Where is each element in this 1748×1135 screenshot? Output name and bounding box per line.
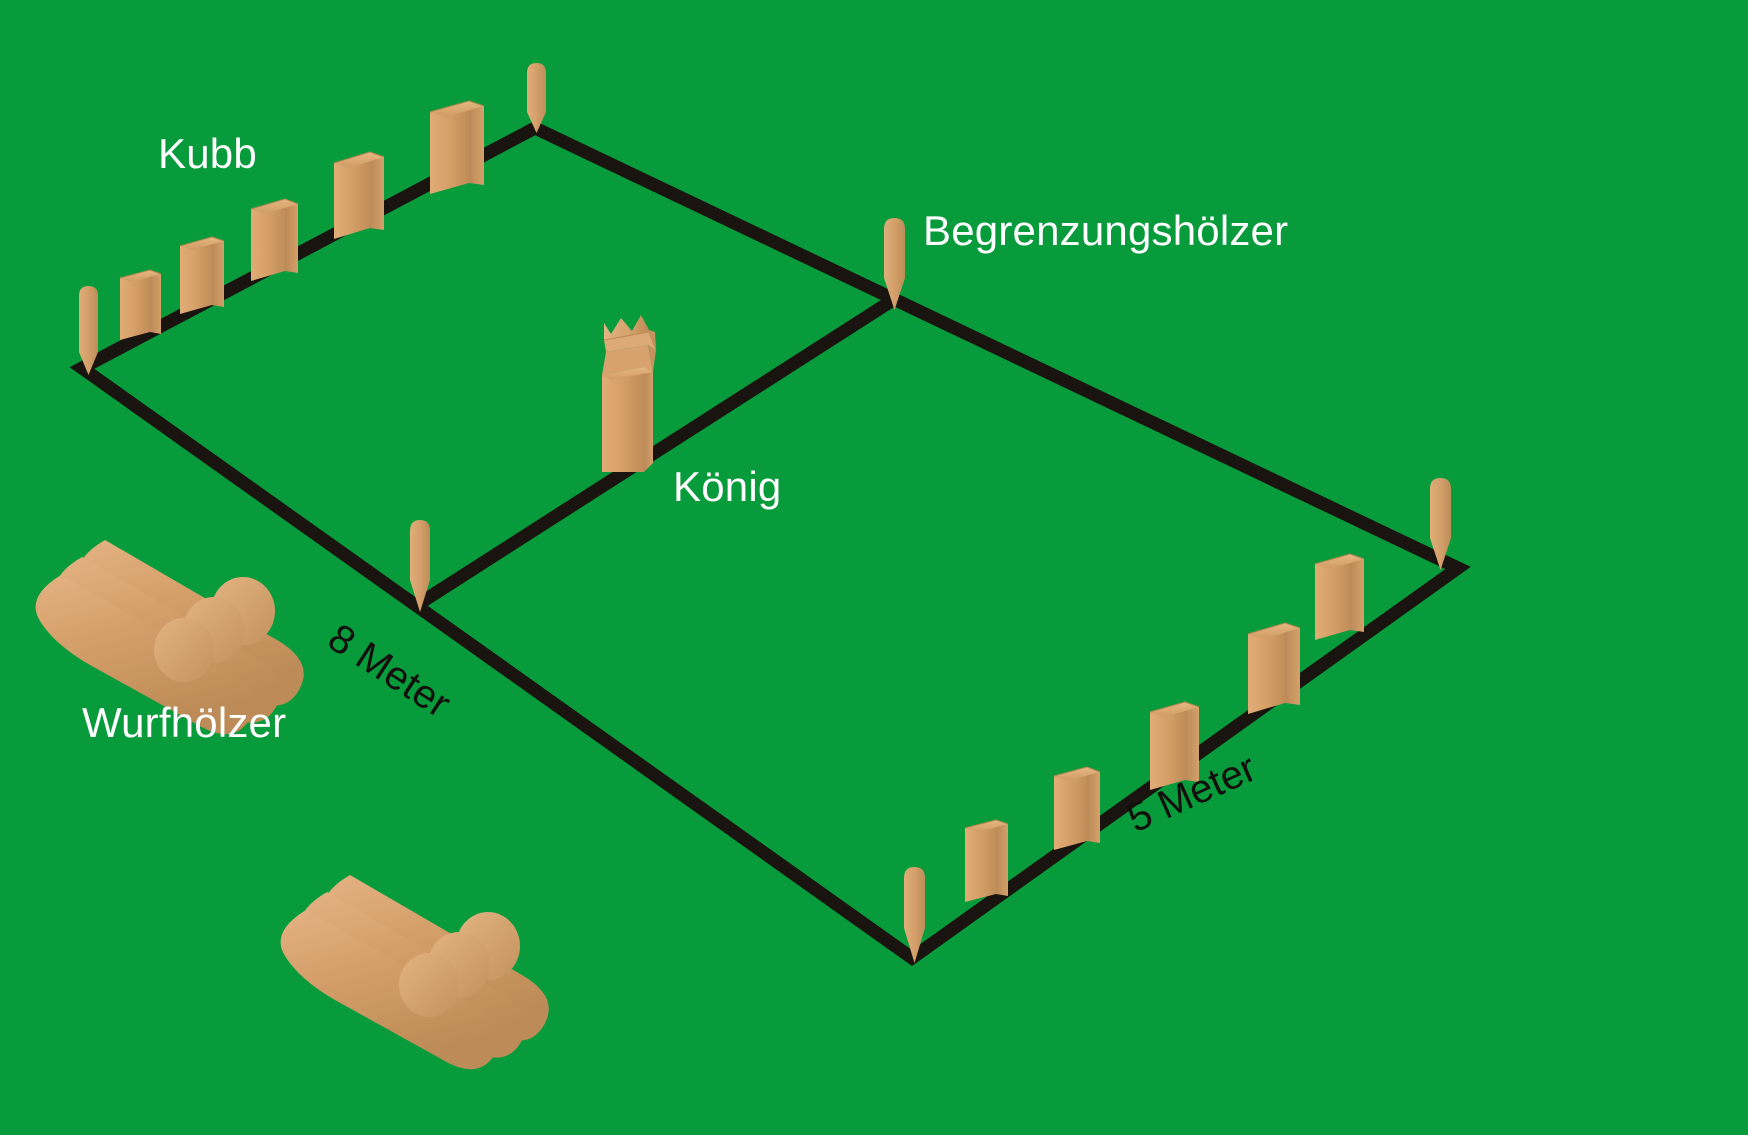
kubb-block [119,269,162,340]
wurfholz [35,575,255,735]
field-midline [413,294,897,611]
kubb-block [179,236,225,314]
boundary-stake [1430,478,1451,570]
wurfholz-bundle [35,540,304,735]
kubb-block [964,819,1009,902]
kubb-block [333,151,385,239]
boundary-stake [79,286,98,375]
kubb-row-bottom [964,553,1365,902]
boundary-stake [904,867,925,963]
label-koenig: König [673,463,782,510]
kubb-block [250,198,299,281]
boundary-stake [527,63,546,133]
boundary-stakes [79,63,1451,963]
label-begrenzungshoelzer: Begrenzungshölzer [923,207,1289,254]
kubb-block [429,100,485,194]
wurfholz [280,910,500,1070]
kubb-block [1149,701,1200,790]
boundary-stake [884,218,905,310]
label-kubb: Kubb [158,130,257,177]
label-wurfhoelzer: Wurfhölzer [82,699,287,746]
boundary-stake [410,520,430,612]
king-piece [602,315,657,472]
kubb-block [1247,622,1301,714]
wurfholz-bundle [280,875,549,1070]
kubb-block [1314,553,1365,640]
kubb-block [1053,766,1101,850]
kubb-row-top [119,100,485,340]
